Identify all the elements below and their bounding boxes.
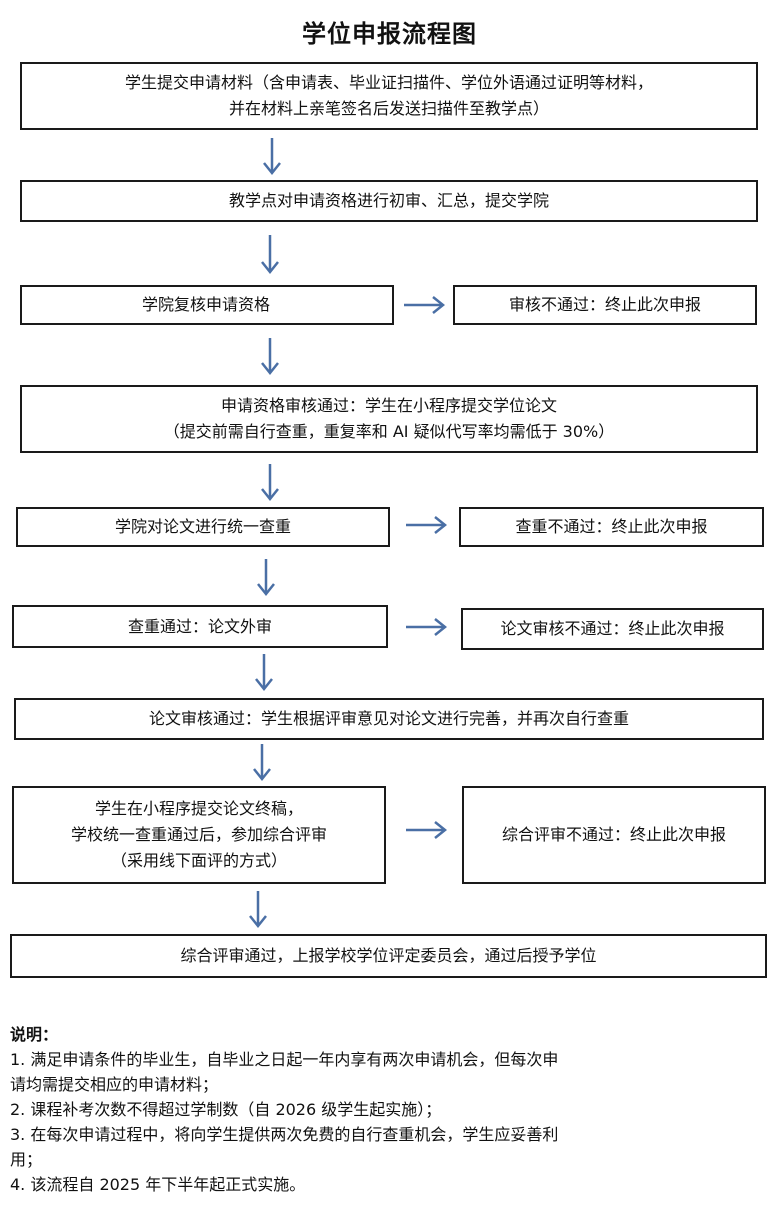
notes-section: 说明： 1. 满足申请条件的毕业生，自毕业之日起一年内享有两次申请机会，但每次申…: [10, 1022, 765, 1197]
page-title: 学位申报流程图: [302, 20, 477, 48]
step-text-line: 学院对论文进行统一查重: [114, 517, 291, 536]
step-unified-check: 学院对论文进行统一查重: [16, 507, 390, 547]
step-text-line: 查重通过：论文外审: [127, 616, 272, 636]
notes-heading: 说明：: [10, 1025, 59, 1044]
step-submit-thesis: 申请资格审核通过：学生在小程序提交学位论文 （提交前需自行查重，重复率和 AI …: [20, 385, 758, 453]
step-college-recheck: 学院复核申请资格: [20, 285, 394, 325]
step-text-line: 学校统一查重通过后，参加综合评审: [70, 825, 327, 844]
down-arrow-icon: [261, 464, 279, 502]
step-recheck-fail: 审核不通过：终止此次申报: [453, 285, 757, 325]
step-text-line: （采用线下面评的方式）: [110, 851, 287, 870]
note-line: 1. 满足申请条件的毕业生，自毕业之日起一年内享有两次申请机会，但每次申: [10, 1050, 559, 1069]
right-arrow-icon: [404, 296, 446, 314]
note-line: 3. 在每次申请过程中，将向学生提供两次免费的自行查重机会，学生应妥善利: [10, 1125, 559, 1144]
down-arrow-icon: [253, 744, 271, 782]
right-arrow-icon: [406, 516, 448, 534]
step-text-line: 审核不通过：终止此次申报: [508, 295, 701, 314]
down-arrow-icon: [261, 235, 279, 275]
down-arrow-icon: [263, 138, 281, 176]
step-text-line: 论文审核通过：学生根据评审意见对论文进行完善，并再次自行查重: [148, 709, 629, 728]
step-check-fail: 查重不通过：终止此次申报: [459, 507, 764, 547]
step-text-line: （提交前需自行查重，重复率和 AI 疑似代写率均需低于 30%）: [163, 422, 615, 441]
down-arrow-icon: [261, 338, 279, 376]
right-arrow-icon: [406, 821, 448, 839]
step-text-line: 教学点对申请资格进行初审、汇总，提交学院: [228, 191, 549, 210]
step-text-line: 综合评审通过，上报学校学位评定委员会，通过后授予学位: [180, 946, 597, 965]
step-external-review: 查重通过：论文外审: [12, 605, 388, 648]
step-text-line: 论文审核不通过：终止此次申报: [500, 619, 725, 638]
right-arrow-icon: [406, 618, 448, 636]
step-comprehensive-fail: 综合评审不通过：终止此次申报: [462, 786, 766, 884]
note-line: 4. 该流程自 2025 年下半年起正式实施。: [10, 1175, 306, 1194]
note-line: 2. 课程补考次数不得超过学制数（自 2026 级学生起实施）；: [10, 1100, 442, 1119]
down-arrow-icon: [257, 559, 275, 597]
step-text-line: 并在材料上亲笔签名后发送扫描件至教学点）: [228, 99, 549, 118]
step-text-line: 申请资格审核通过：学生在小程序提交学位论文: [220, 396, 557, 415]
step-text-line: 综合评审不通过：终止此次申报: [501, 825, 726, 844]
step-text-line: 学院复核申请资格: [142, 295, 271, 314]
step-final-submission: 学生在小程序提交论文终稿， 学校统一查重通过后，参加综合评审 （采用线下面评的方…: [12, 786, 386, 884]
step-text-line: 学生提交申请材料（含申请表、毕业证扫描件、学位外语通过证明等材料，: [124, 73, 653, 92]
step-revise-thesis: 论文审核通过：学生根据评审意见对论文进行完善，并再次自行查重: [14, 698, 764, 740]
step-initial-review: 教学点对申请资格进行初审、汇总，提交学院: [20, 180, 758, 222]
down-arrow-icon: [249, 891, 267, 929]
step-text-line: 学生在小程序提交论文终稿，: [94, 799, 303, 818]
note-line: 请均需提交相应的申请材料；: [10, 1075, 219, 1094]
note-line: 用；: [10, 1150, 43, 1169]
step-submit-materials: 学生提交申请材料（含申请表、毕业证扫描件、学位外语通过证明等材料， 并在材料上亲…: [20, 62, 758, 130]
step-text-line: 查重不通过：终止此次申报: [515, 517, 708, 536]
step-degree-awarded: 综合评审通过，上报学校学位评定委员会，通过后授予学位: [10, 934, 767, 978]
down-arrow-icon: [255, 654, 273, 692]
step-review-fail: 论文审核不通过：终止此次申报: [461, 608, 764, 650]
